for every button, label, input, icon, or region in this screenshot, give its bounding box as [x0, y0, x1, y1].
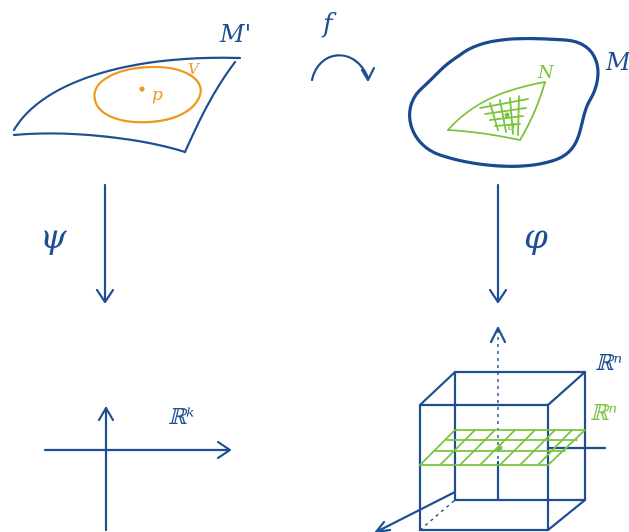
map-f-arrow — [310, 54, 376, 82]
map-f-label: f — [321, 9, 337, 39]
rn-label: ℝⁿ — [595, 351, 622, 376]
manifold-m — [408, 36, 600, 168]
point-q-dot — [504, 112, 510, 118]
n-grid — [479, 95, 529, 136]
v-label: V — [188, 60, 201, 78]
axes-rk — [43, 406, 232, 532]
chart-phi-arrow — [488, 183, 508, 304]
rn-green-label: ℝⁿ — [590, 401, 617, 426]
point-p-dot — [139, 86, 145, 92]
surface-m-prime — [12, 56, 242, 154]
m-label: M — [605, 48, 629, 76]
n-label: N — [537, 62, 555, 83]
chart-psi-label: ψ — [40, 217, 67, 257]
point-q-label: q — [507, 119, 515, 134]
submanifold-n — [447, 81, 546, 141]
open-set-v — [93, 65, 202, 124]
m-prime-label: M' — [219, 20, 251, 48]
point-p-label: p — [152, 85, 163, 105]
plane-center-dot — [497, 445, 503, 451]
chart-phi-label: φ — [524, 217, 548, 257]
rk-label: ℝᵏ — [168, 405, 194, 430]
chart-psi-arrow — [95, 183, 115, 304]
plane-rn — [419, 429, 586, 466]
cube-rn — [374, 326, 607, 532]
